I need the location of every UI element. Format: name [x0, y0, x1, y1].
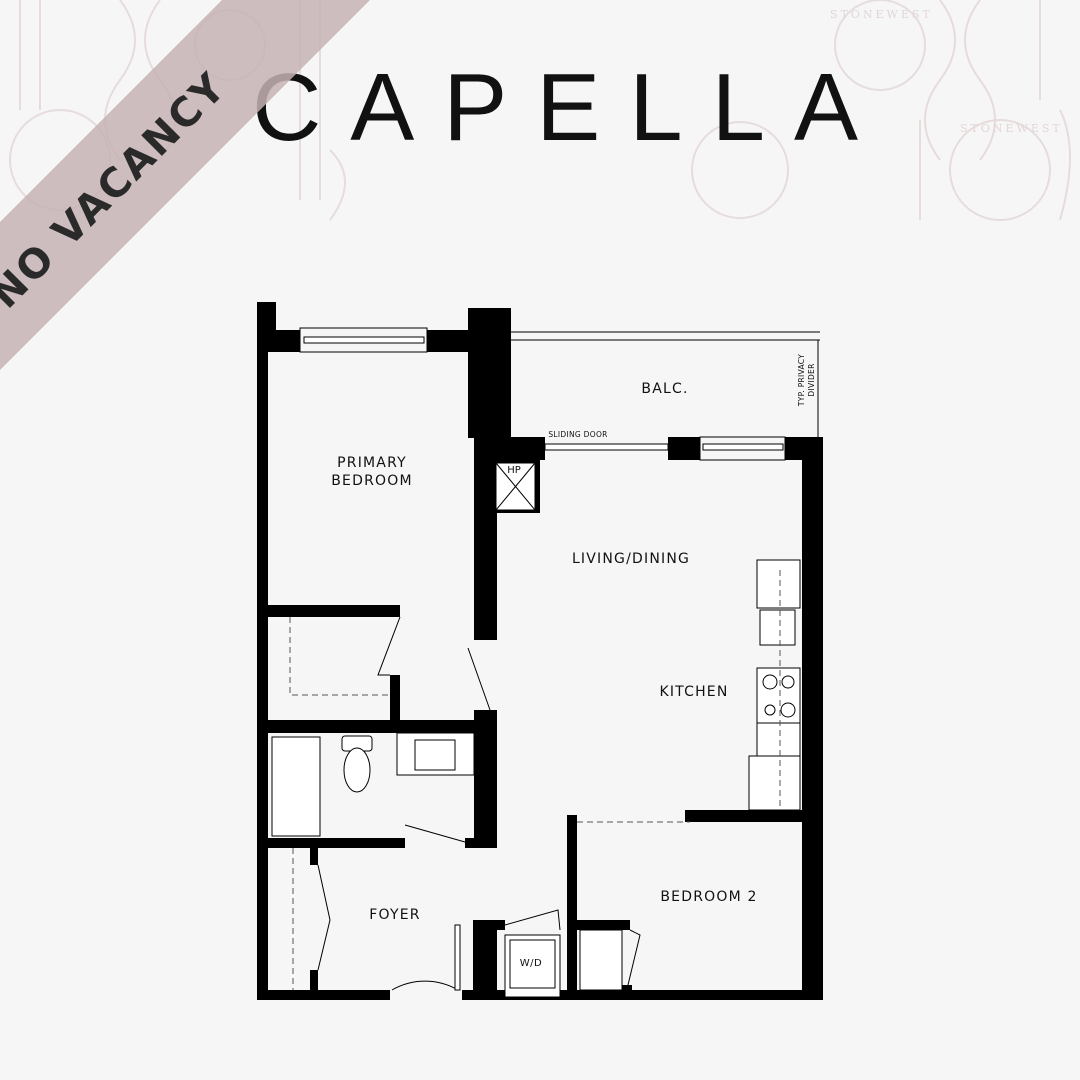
label-balcony: BALC. [641, 381, 688, 397]
room-labels: PRIMARY BEDROOM BALC. SLIDING DOOR TYP. … [331, 354, 816, 969]
doors [289, 570, 781, 991]
label-foyer: FOYER [369, 907, 420, 923]
label-washer-dryer: W/D [520, 958, 542, 969]
label-living-dining: LIVING/DINING [572, 551, 690, 567]
label-privacy-divider-1: TYP. PRIVACY [797, 354, 806, 407]
label-heat-pump: HP [507, 465, 521, 476]
label-bedroom-2: BEDROOM 2 [660, 889, 757, 905]
label-sliding-door: SLIDING DOOR [548, 430, 607, 439]
label-kitchen: KITCHEN [659, 684, 728, 700]
watermark-brand-text: STONEWEST [960, 122, 1063, 135]
label-privacy-divider-2: DIVIDER [807, 363, 816, 396]
label-primary-bedroom-1: PRIMARY [337, 455, 407, 471]
page-title: CAPELLA [252, 54, 858, 161]
label-primary-bedroom-2: BEDROOM [331, 473, 412, 489]
watermark-brand-text: STONEWEST [830, 8, 933, 21]
